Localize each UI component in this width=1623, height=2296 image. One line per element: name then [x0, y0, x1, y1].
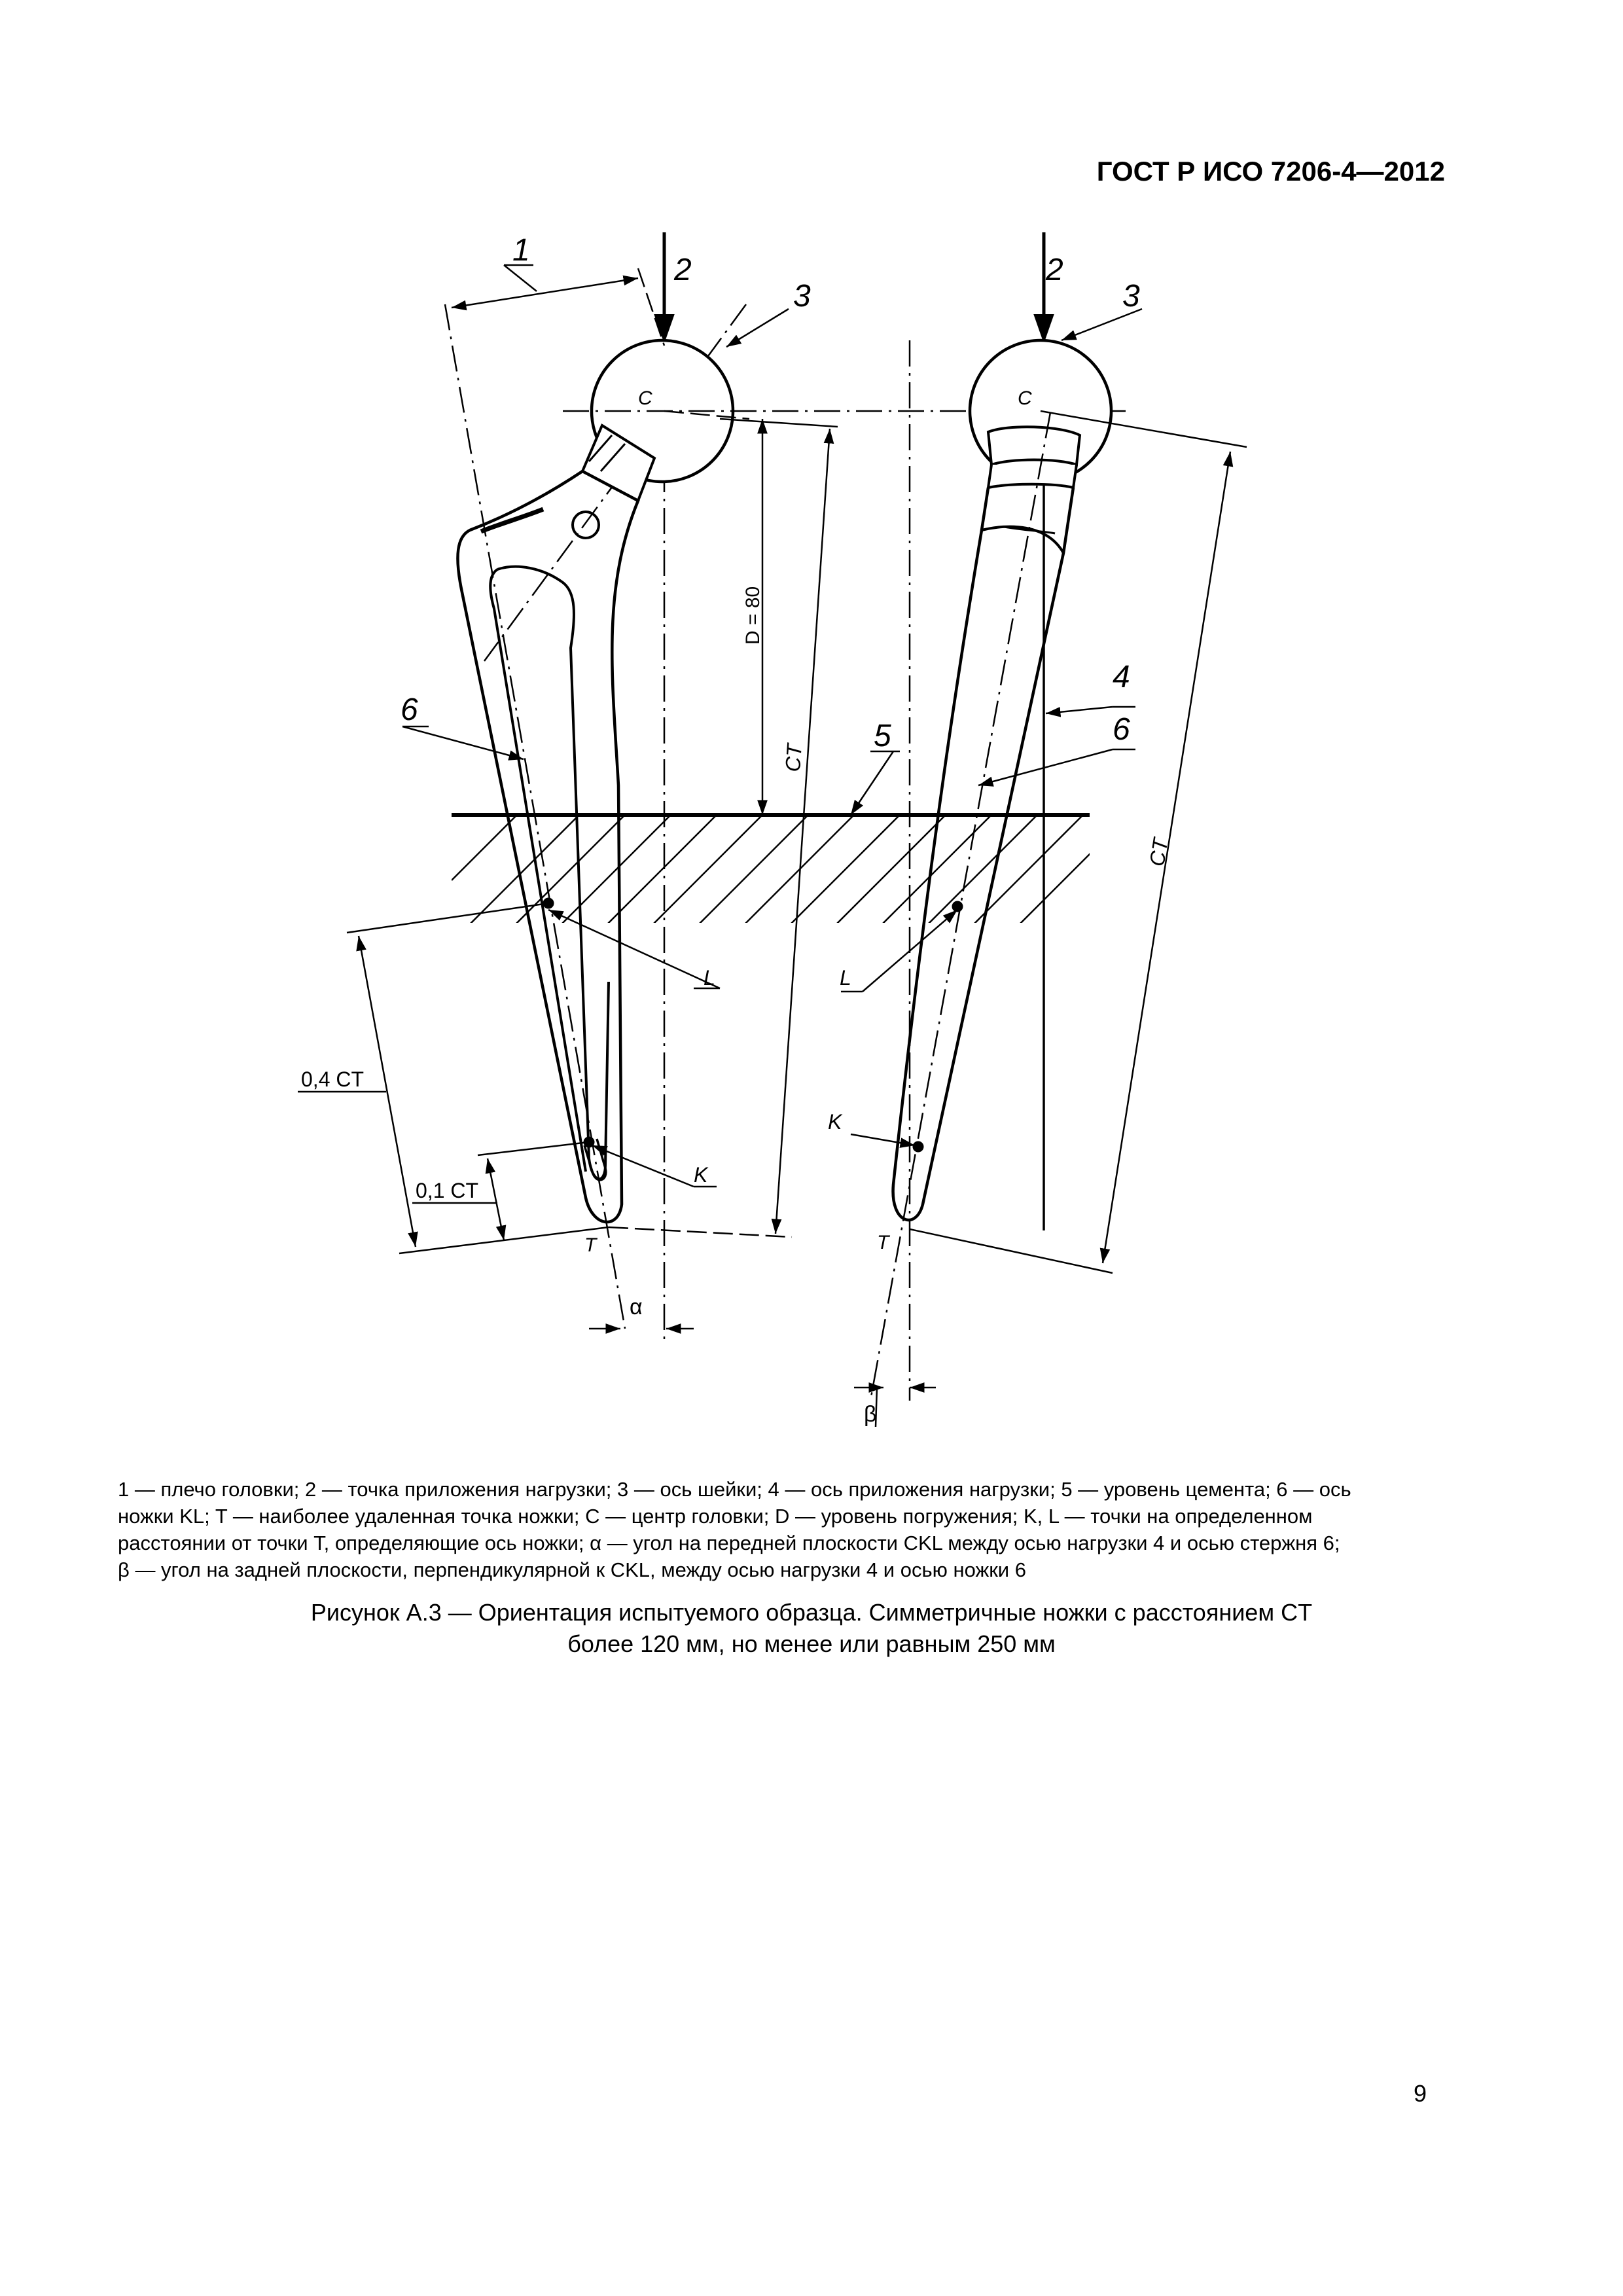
label-ct-right: CT [1145, 835, 1173, 868]
label-4: 4 [1113, 660, 1130, 694]
figure-caption: Рисунок А.3 — Ориентация испытуемого обр… [196, 1597, 1427, 1660]
label-5: 5 [874, 719, 891, 753]
label-6-right: 6 [1113, 712, 1130, 747]
label-04ct: 0,4 CT [301, 1067, 364, 1091]
stem-outline-left [456, 469, 640, 1224]
label-t-left: T [584, 1234, 598, 1256]
specimen-orientation-figure: 1 2 3 C 6 D = 80 CT 5 L 0,4 CT 0,1 CT K … [298, 232, 1247, 1427]
label-1: 1 [512, 233, 530, 268]
stem-outline-right [891, 487, 1075, 1222]
legend-line: расстоянии от точки T, определяющие ось … [118, 1532, 1340, 1554]
dim-ct-left [771, 428, 834, 1234]
figure-legend: 1 — плечо головки; 2 — точка приложения … [118, 1476, 1446, 1583]
stem-hole-left [571, 511, 600, 539]
dim-04ct [356, 935, 418, 1247]
label-3-right: 3 [1122, 279, 1140, 314]
point-k-right [912, 1141, 924, 1153]
label-l-left: L [704, 966, 715, 990]
legend-line: β — угол на задней плоскости, перпендику… [118, 1558, 1026, 1581]
caption-line-2: более 120 мм, но менее или равным 250 мм [567, 1630, 1056, 1657]
label-alpha: α [630, 1295, 643, 1319]
label-2-right: 2 [1045, 253, 1063, 287]
label-ct-left: CT [781, 742, 806, 773]
page-number: 9 [1414, 2080, 1427, 2107]
label-2-left: 2 [673, 253, 692, 287]
label-k-left: K [694, 1163, 709, 1187]
cement-level [452, 750, 1090, 923]
legend-line: 1 — плечо головки; 2 — точка приложения … [118, 1478, 1351, 1501]
legend-line: ножки KL; T — наиболее удаленная точка н… [118, 1505, 1313, 1528]
label-t-right: T [877, 1232, 891, 1253]
point-l-right [952, 901, 963, 912]
label-6-left: 6 [401, 692, 418, 727]
label-3-left: 3 [793, 279, 811, 314]
label-c-right: C [1018, 387, 1032, 409]
label-beta: β [864, 1402, 877, 1427]
label-01ct: 0,1 CT [416, 1179, 478, 1202]
label-d80: D = 80 [742, 586, 764, 645]
dim-01ct [485, 1158, 507, 1241]
standard-header: ГОСТ Р ИСО 7206-4—2012 [1096, 156, 1445, 187]
caption-line-1: Рисунок А.3 — Ориентация испытуемого обр… [310, 1599, 1313, 1626]
label-k-right: K [828, 1110, 843, 1134]
stem-window-left [497, 565, 610, 1181]
label-c-left: C [638, 387, 652, 409]
label-l-right: L [840, 966, 851, 990]
figure-labels: 1 2 3 C 6 D = 80 CT 5 L 0,4 CT 0,1 CT K … [301, 233, 1173, 1427]
right-view [841, 232, 1247, 1427]
dim-ct-right [1099, 451, 1234, 1264]
